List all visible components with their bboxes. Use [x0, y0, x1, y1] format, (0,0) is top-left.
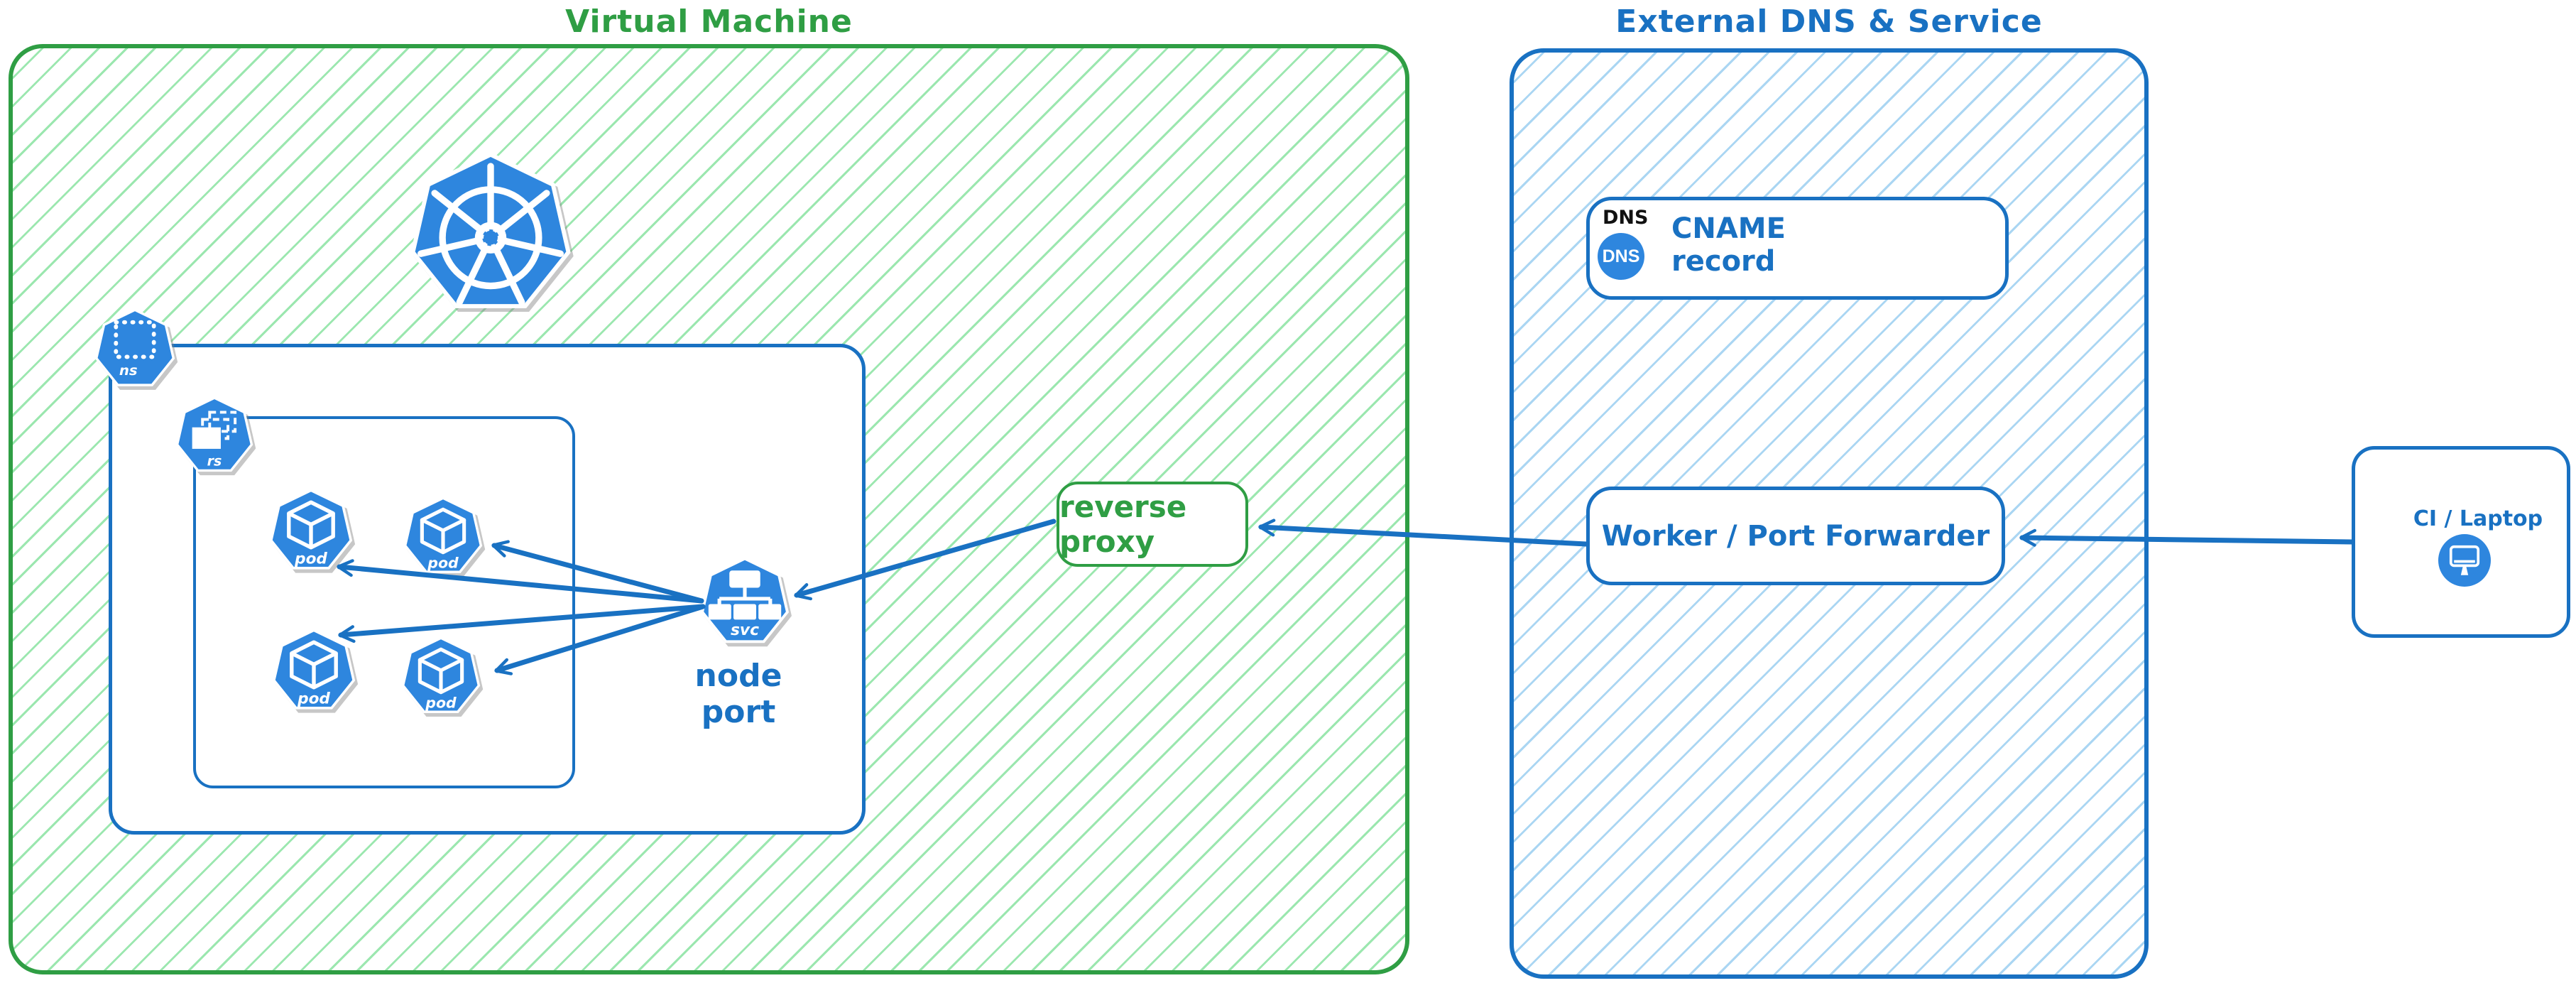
- node-port-label: node port: [694, 658, 782, 730]
- dns-badge-label: DNS: [1602, 246, 1640, 266]
- namespace-icon-label: ns: [119, 362, 138, 379]
- worker-port-forwarder-node: Worker / Port Forwarder: [1586, 487, 2005, 585]
- pod-icon-label: pod: [425, 694, 457, 711]
- dns-group-tag: DNS: [1603, 207, 1649, 229]
- reverse-proxy-label: reverse proxy: [1059, 489, 1187, 559]
- external-group-title: External DNS & Service: [1615, 3, 2043, 40]
- pod-icon-label: pod: [294, 550, 327, 568]
- replicaset-icon-label: rs: [207, 453, 222, 469]
- namespace-icon: ns: [94, 308, 175, 386]
- service-icon: svc: [701, 557, 789, 643]
- kubernetes-logo-icon: [410, 152, 571, 309]
- dns-record-box: [1586, 197, 2009, 300]
- pod-icon-label: pod: [427, 554, 459, 571]
- replicaset-icon: rs: [175, 396, 253, 472]
- pod-icon-4: pod: [401, 636, 481, 713]
- pod-icon-label: pod: [297, 690, 330, 708]
- monitor-icon: [2438, 534, 2491, 587]
- worker-label: Worker / Port Forwarder: [1601, 519, 1990, 553]
- pod-icon-3: pod: [272, 629, 356, 710]
- pod-icon-2: pod: [403, 496, 483, 573]
- cname-record-label: CNAME record: [1671, 212, 1786, 278]
- vm-group-title: Virtual Machine: [565, 3, 853, 40]
- reverse-proxy-node: reverse proxy: [1057, 482, 1248, 567]
- pod-icon-1: pod: [269, 489, 353, 570]
- ci-laptop-label: CI / Laptop: [2413, 506, 2543, 531]
- dns-badge-icon: DNS: [1598, 233, 1644, 280]
- service-icon-label: svc: [731, 621, 759, 639]
